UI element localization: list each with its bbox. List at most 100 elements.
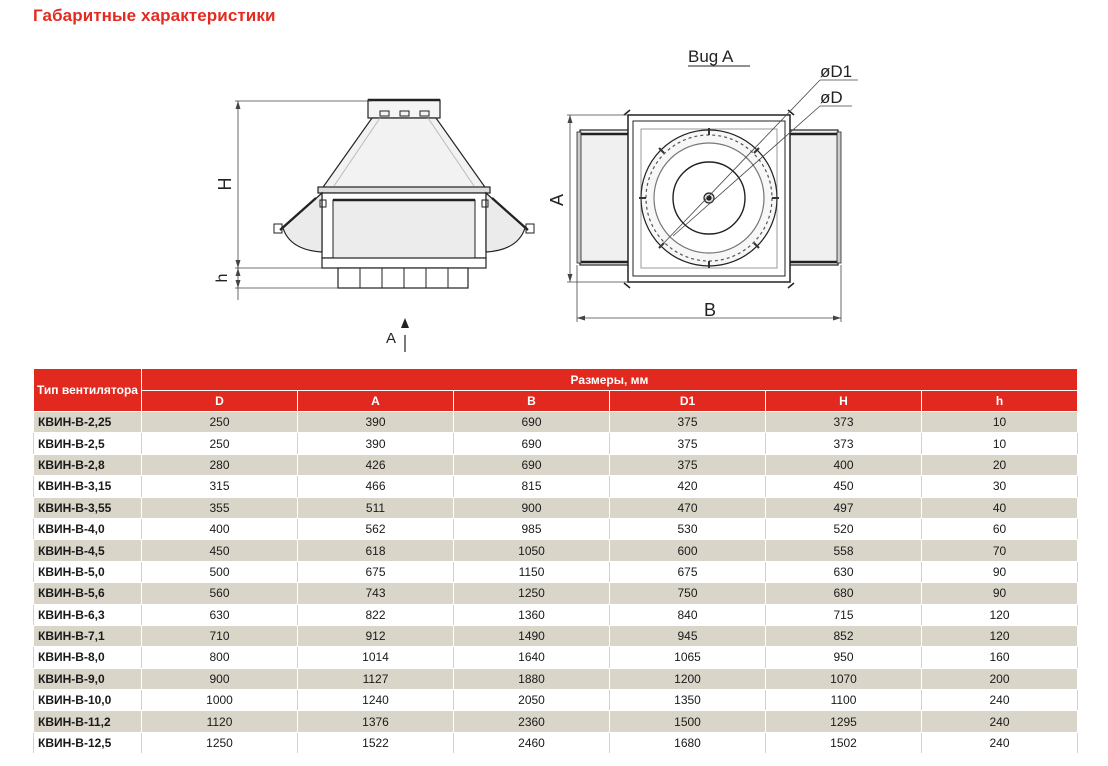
value-cell: 750	[609, 582, 766, 605]
label-h: h	[214, 274, 231, 283]
value-cell: 520	[765, 517, 922, 541]
value-cell: 715	[765, 603, 922, 626]
value-cell: 1250	[141, 731, 298, 755]
type-header: Тип вентилятора	[33, 368, 142, 412]
value-cell: 950	[765, 646, 922, 669]
value-cell: 852	[765, 624, 922, 648]
group-header: Размеры, мм	[141, 368, 1078, 391]
value-cell: 60	[921, 517, 1078, 541]
top-view	[576, 79, 858, 289]
value-cell: 900	[453, 496, 610, 519]
column-header: H	[765, 390, 922, 412]
value-cell: 675	[297, 560, 454, 584]
value-cell: 558	[765, 539, 922, 562]
value-cell: 373	[765, 432, 922, 455]
value-cell: 160	[921, 646, 1078, 669]
value-cell: 315	[141, 475, 298, 498]
value-cell: 375	[609, 432, 766, 455]
model-cell: КВИН-В-2,25	[33, 410, 142, 434]
value-cell: 240	[921, 710, 1078, 733]
value-cell: 562	[297, 517, 454, 541]
value-cell: 912	[297, 624, 454, 648]
view-label: Bug A	[688, 47, 734, 66]
value-cell: 250	[141, 410, 298, 434]
value-cell: 40	[921, 496, 1078, 519]
model-cell: КВИН-В-5,6	[33, 582, 142, 605]
top-dimensions	[567, 65, 842, 322]
value-cell: 1050	[453, 539, 610, 562]
column-header: B	[453, 390, 610, 412]
column-header: h	[921, 390, 1078, 412]
model-cell: КВИН-В-4,5	[33, 539, 142, 562]
value-cell: 1014	[297, 646, 454, 669]
value-cell: 70	[921, 539, 1078, 562]
model-cell: КВИН-В-3,15	[33, 475, 142, 498]
value-cell: 240	[921, 689, 1078, 712]
value-cell: 470	[609, 496, 766, 519]
value-cell: 1120	[141, 710, 298, 733]
value-cell: 743	[297, 582, 454, 605]
column-header: A	[297, 390, 454, 412]
value-cell: 400	[141, 517, 298, 541]
value-cell: 511	[297, 496, 454, 519]
value-cell: 355	[141, 496, 298, 519]
model-cell: КВИН-В-6,3	[33, 603, 142, 626]
label-D: øD	[820, 88, 843, 107]
value-cell: 985	[453, 517, 610, 541]
value-cell: 90	[921, 582, 1078, 605]
value-cell: 390	[297, 410, 454, 434]
value-cell: 30	[921, 475, 1078, 498]
value-cell: 20	[921, 453, 1078, 477]
value-cell: 690	[453, 453, 610, 477]
value-cell: 1880	[453, 667, 610, 691]
value-cell: 710	[141, 624, 298, 648]
model-cell: КВИН-В-3,55	[33, 496, 142, 519]
model-cell: КВИН-В-2,8	[33, 453, 142, 477]
value-cell: 1360	[453, 603, 610, 626]
value-cell: 1065	[609, 646, 766, 669]
value-cell: 1500	[609, 710, 766, 733]
value-cell: 630	[765, 560, 922, 584]
value-cell: 690	[453, 432, 610, 455]
column-header: D1	[609, 390, 766, 412]
value-cell: 375	[609, 410, 766, 434]
value-cell: 815	[453, 475, 610, 498]
value-cell: 280	[141, 453, 298, 477]
model-cell: КВИН-В-7,1	[33, 624, 142, 648]
value-cell: 120	[921, 624, 1078, 648]
technical-drawing: H h A	[214, 47, 858, 352]
value-cell: 690	[453, 410, 610, 434]
dimensions-table: Тип вентилятора Размеры, мм D A B D1 H h…	[33, 368, 1078, 755]
value-cell: 450	[141, 539, 298, 562]
model-cell: КВИН-В-10,0	[33, 689, 142, 712]
value-cell: 1127	[297, 667, 454, 691]
value-cell: 426	[297, 453, 454, 477]
value-cell: 1350	[609, 689, 766, 712]
model-cell: КВИН-В-11,2	[33, 710, 142, 733]
value-cell: 2050	[453, 689, 610, 712]
value-cell: 1200	[609, 667, 766, 691]
value-cell: 530	[609, 517, 766, 541]
value-cell: 1522	[297, 731, 454, 755]
value-cell: 1240	[297, 689, 454, 712]
value-cell: 680	[765, 582, 922, 605]
value-cell: 1502	[765, 731, 922, 755]
value-cell: 466	[297, 475, 454, 498]
value-cell: 800	[141, 646, 298, 669]
value-cell: 200	[921, 667, 1078, 691]
value-cell: 1250	[453, 582, 610, 605]
value-cell: 630	[141, 603, 298, 626]
label-D1: øD1	[820, 62, 852, 81]
value-cell: 400	[765, 453, 922, 477]
value-cell: 1490	[453, 624, 610, 648]
value-cell: 450	[765, 475, 922, 498]
